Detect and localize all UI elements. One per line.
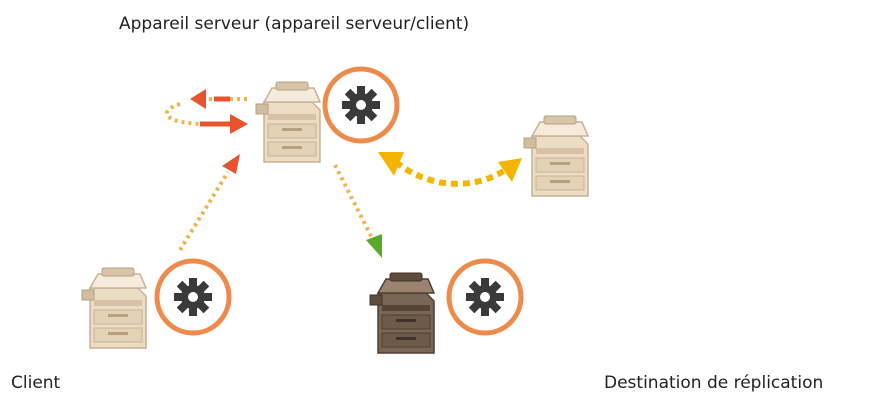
server-printer-icon <box>255 81 321 163</box>
server-device <box>255 69 397 163</box>
replication-peer-device <box>523 115 589 197</box>
peer-printer-icon <box>523 115 589 197</box>
client-device <box>81 261 229 349</box>
server-gear-icon <box>325 69 397 141</box>
destination-printer-icon <box>369 272 435 354</box>
client-label: Client <box>11 373 61 393</box>
server-loop-arrow-icon <box>164 89 248 134</box>
destination-gear-icon <box>449 261 521 333</box>
client-to-server-arrow-icon <box>178 154 240 252</box>
server-device-label: Appareil serveur (appareil serveur/clien… <box>119 14 470 34</box>
replication-destination-device <box>369 261 521 354</box>
replication-destination-label: Destination de réplication <box>604 373 824 393</box>
server-to-destination-arrow-icon <box>333 164 382 258</box>
sync-bidirectional-arrow-icon <box>378 152 522 187</box>
client-printer-icon <box>81 267 147 349</box>
client-gear-icon <box>157 261 229 333</box>
